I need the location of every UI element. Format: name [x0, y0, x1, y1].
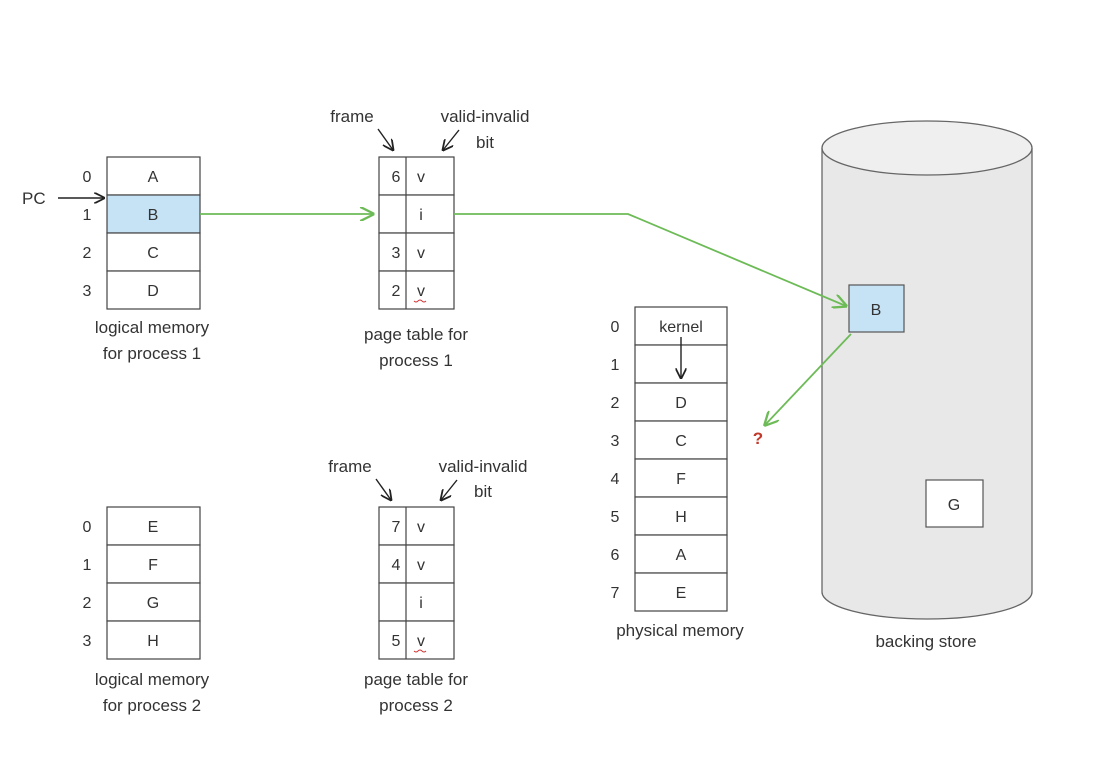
- lm2-index-0: 0: [83, 519, 92, 536]
- pt1-row-1: [378, 194, 455, 234]
- lm2-index-1: 1: [83, 557, 92, 574]
- lm2-cell-2: [106, 582, 201, 622]
- pm-frame-6-label: A: [676, 547, 687, 564]
- pt1-caption-line-1: page table for: [364, 325, 468, 344]
- pt1-bit-0: v: [417, 169, 425, 186]
- pt2-row-1: [378, 544, 455, 584]
- pc-pointer: PC: [22, 189, 104, 208]
- pt1-valid-label-line-2: bit: [476, 133, 494, 152]
- pt1-frame-arrow: [377, 128, 393, 150]
- pt1-row-0: [378, 156, 455, 196]
- pm-frame-7: [634, 572, 728, 612]
- pm-frame-2: [634, 382, 728, 422]
- backing-store-page-g-label: G: [948, 497, 960, 514]
- page-fault-question-mark: ?: [753, 429, 763, 448]
- logical-memory-2: E F G H 0 1 2 3 logical memory for proce…: [83, 506, 210, 715]
- pt1-frame-label: frame: [330, 107, 373, 126]
- lm1-cell-2-label: C: [147, 245, 159, 262]
- pm-index-2: 2: [611, 395, 620, 412]
- pm-frame-5: [634, 496, 728, 536]
- lm2-cell-0-label: E: [148, 519, 159, 536]
- pt2-caption-line-1: page table for: [364, 670, 468, 689]
- pm-frame-5-label: H: [675, 509, 687, 526]
- pm-index-7: 7: [611, 585, 620, 602]
- lm1-caption-line-1: logical memory: [95, 318, 210, 337]
- pt2-row-3: [378, 620, 455, 660]
- lm2-caption-line-2: for process 2: [103, 696, 201, 715]
- physical-memory: kernel D C F H A E 0 1 2 3 4 5 6 7 physi…: [611, 306, 744, 640]
- lm2-cell-2-label: G: [147, 595, 159, 612]
- pm-frame-7-label: E: [676, 585, 687, 602]
- pt1-row-2: [378, 232, 455, 272]
- pt1-valid-label-line-1: valid-invalid: [441, 107, 530, 126]
- pm-index-0: 0: [611, 319, 620, 336]
- pt2-valid-arrow: [441, 479, 458, 500]
- pt2-spellcheck-squiggle: [413, 649, 427, 653]
- lm2-cell-3-label: H: [147, 633, 159, 650]
- pm-index-5: 5: [611, 509, 620, 526]
- pt2-bit-2: i: [419, 595, 423, 612]
- pt2-frame-arrow: [375, 478, 391, 500]
- lm1-cell-3-label: D: [147, 283, 159, 300]
- lm1-index-0: 0: [83, 169, 92, 186]
- pt1-spellcheck-squiggle: [413, 299, 427, 303]
- pm-frame-2-label: D: [675, 395, 687, 412]
- pt2-bit-3: v: [417, 633, 425, 650]
- pt1-bit-2: v: [417, 245, 425, 262]
- lm2-cell-1-label: F: [148, 557, 158, 574]
- pm-frame-3: [634, 420, 728, 460]
- backing-store: B G backing store: [821, 120, 1033, 651]
- lm1-cell-1-label: B: [148, 207, 159, 224]
- lm2-cell-0: [106, 506, 201, 546]
- pt2-valid-label-line-1: valid-invalid: [439, 457, 528, 476]
- pt1-bit-1: i: [419, 207, 423, 224]
- lm2-caption-line-1: logical memory: [95, 670, 210, 689]
- pt2-caption-line-2: process 2: [379, 696, 453, 715]
- pt2-bit-0: v: [417, 519, 425, 536]
- pt1-bit-3: v: [417, 283, 425, 300]
- pm-index-3: 3: [611, 433, 620, 450]
- backing-store-caption: backing store: [875, 632, 976, 651]
- arrow-page-table-to-backing-store: [454, 213, 846, 306]
- pm-frame-0-label: kernel: [659, 319, 703, 336]
- pt1-caption-line-2: process 1: [379, 351, 453, 370]
- pm-caption: physical memory: [616, 621, 744, 640]
- lm1-index-3: 3: [83, 283, 92, 300]
- pt2-frame-3: 5: [392, 633, 401, 650]
- pm-frame-4-label: F: [676, 471, 686, 488]
- pm-frame-4: [634, 458, 728, 498]
- logical-memory-1: A B C D 0 1 2 3 logical memory for proce…: [83, 156, 210, 363]
- pt1-frame-0: 6: [392, 169, 401, 186]
- pc-label: PC: [22, 189, 46, 208]
- page-table-2: frame valid-invalid bit 7 4 5 v v i v pa…: [328, 457, 527, 715]
- pt2-frame-0: 7: [392, 519, 401, 536]
- page-table-1: frame valid-invalid bit 6 3 2 v i v v pa…: [330, 107, 529, 370]
- pt2-row-0: [378, 506, 455, 546]
- lm1-index-2: 2: [83, 245, 92, 262]
- lm2-index-2: 2: [83, 595, 92, 612]
- pt2-frame-1: 4: [392, 557, 401, 574]
- lm2-cell-3: [106, 620, 201, 660]
- pm-index-4: 4: [611, 471, 620, 488]
- pt2-valid-label-line-2: bit: [474, 482, 492, 501]
- pm-frame-3-label: C: [675, 433, 687, 450]
- pm-index-1: 1: [611, 357, 620, 374]
- pt2-bit-1: v: [417, 557, 425, 574]
- pt2-row-2: [378, 582, 455, 622]
- pt1-row-3: [378, 270, 455, 310]
- pt1-frame-3: 2: [392, 283, 401, 300]
- pt1-frame-2: 3: [392, 245, 401, 262]
- backing-store-page-b-label: B: [871, 302, 882, 319]
- pt1-valid-arrow: [443, 129, 460, 150]
- lm2-index-3: 3: [83, 633, 92, 650]
- lm1-cell-0-label: A: [148, 169, 159, 186]
- backing-store-page-g: [925, 479, 984, 528]
- lm1-index-1: 1: [83, 207, 92, 224]
- lm1-cell-3: [106, 270, 201, 310]
- arrow-backing-store-to-memory: [765, 333, 852, 425]
- lm1-caption-line-2: for process 1: [103, 344, 201, 363]
- pm-index-6: 6: [611, 547, 620, 564]
- pt2-frame-label: frame: [328, 457, 371, 476]
